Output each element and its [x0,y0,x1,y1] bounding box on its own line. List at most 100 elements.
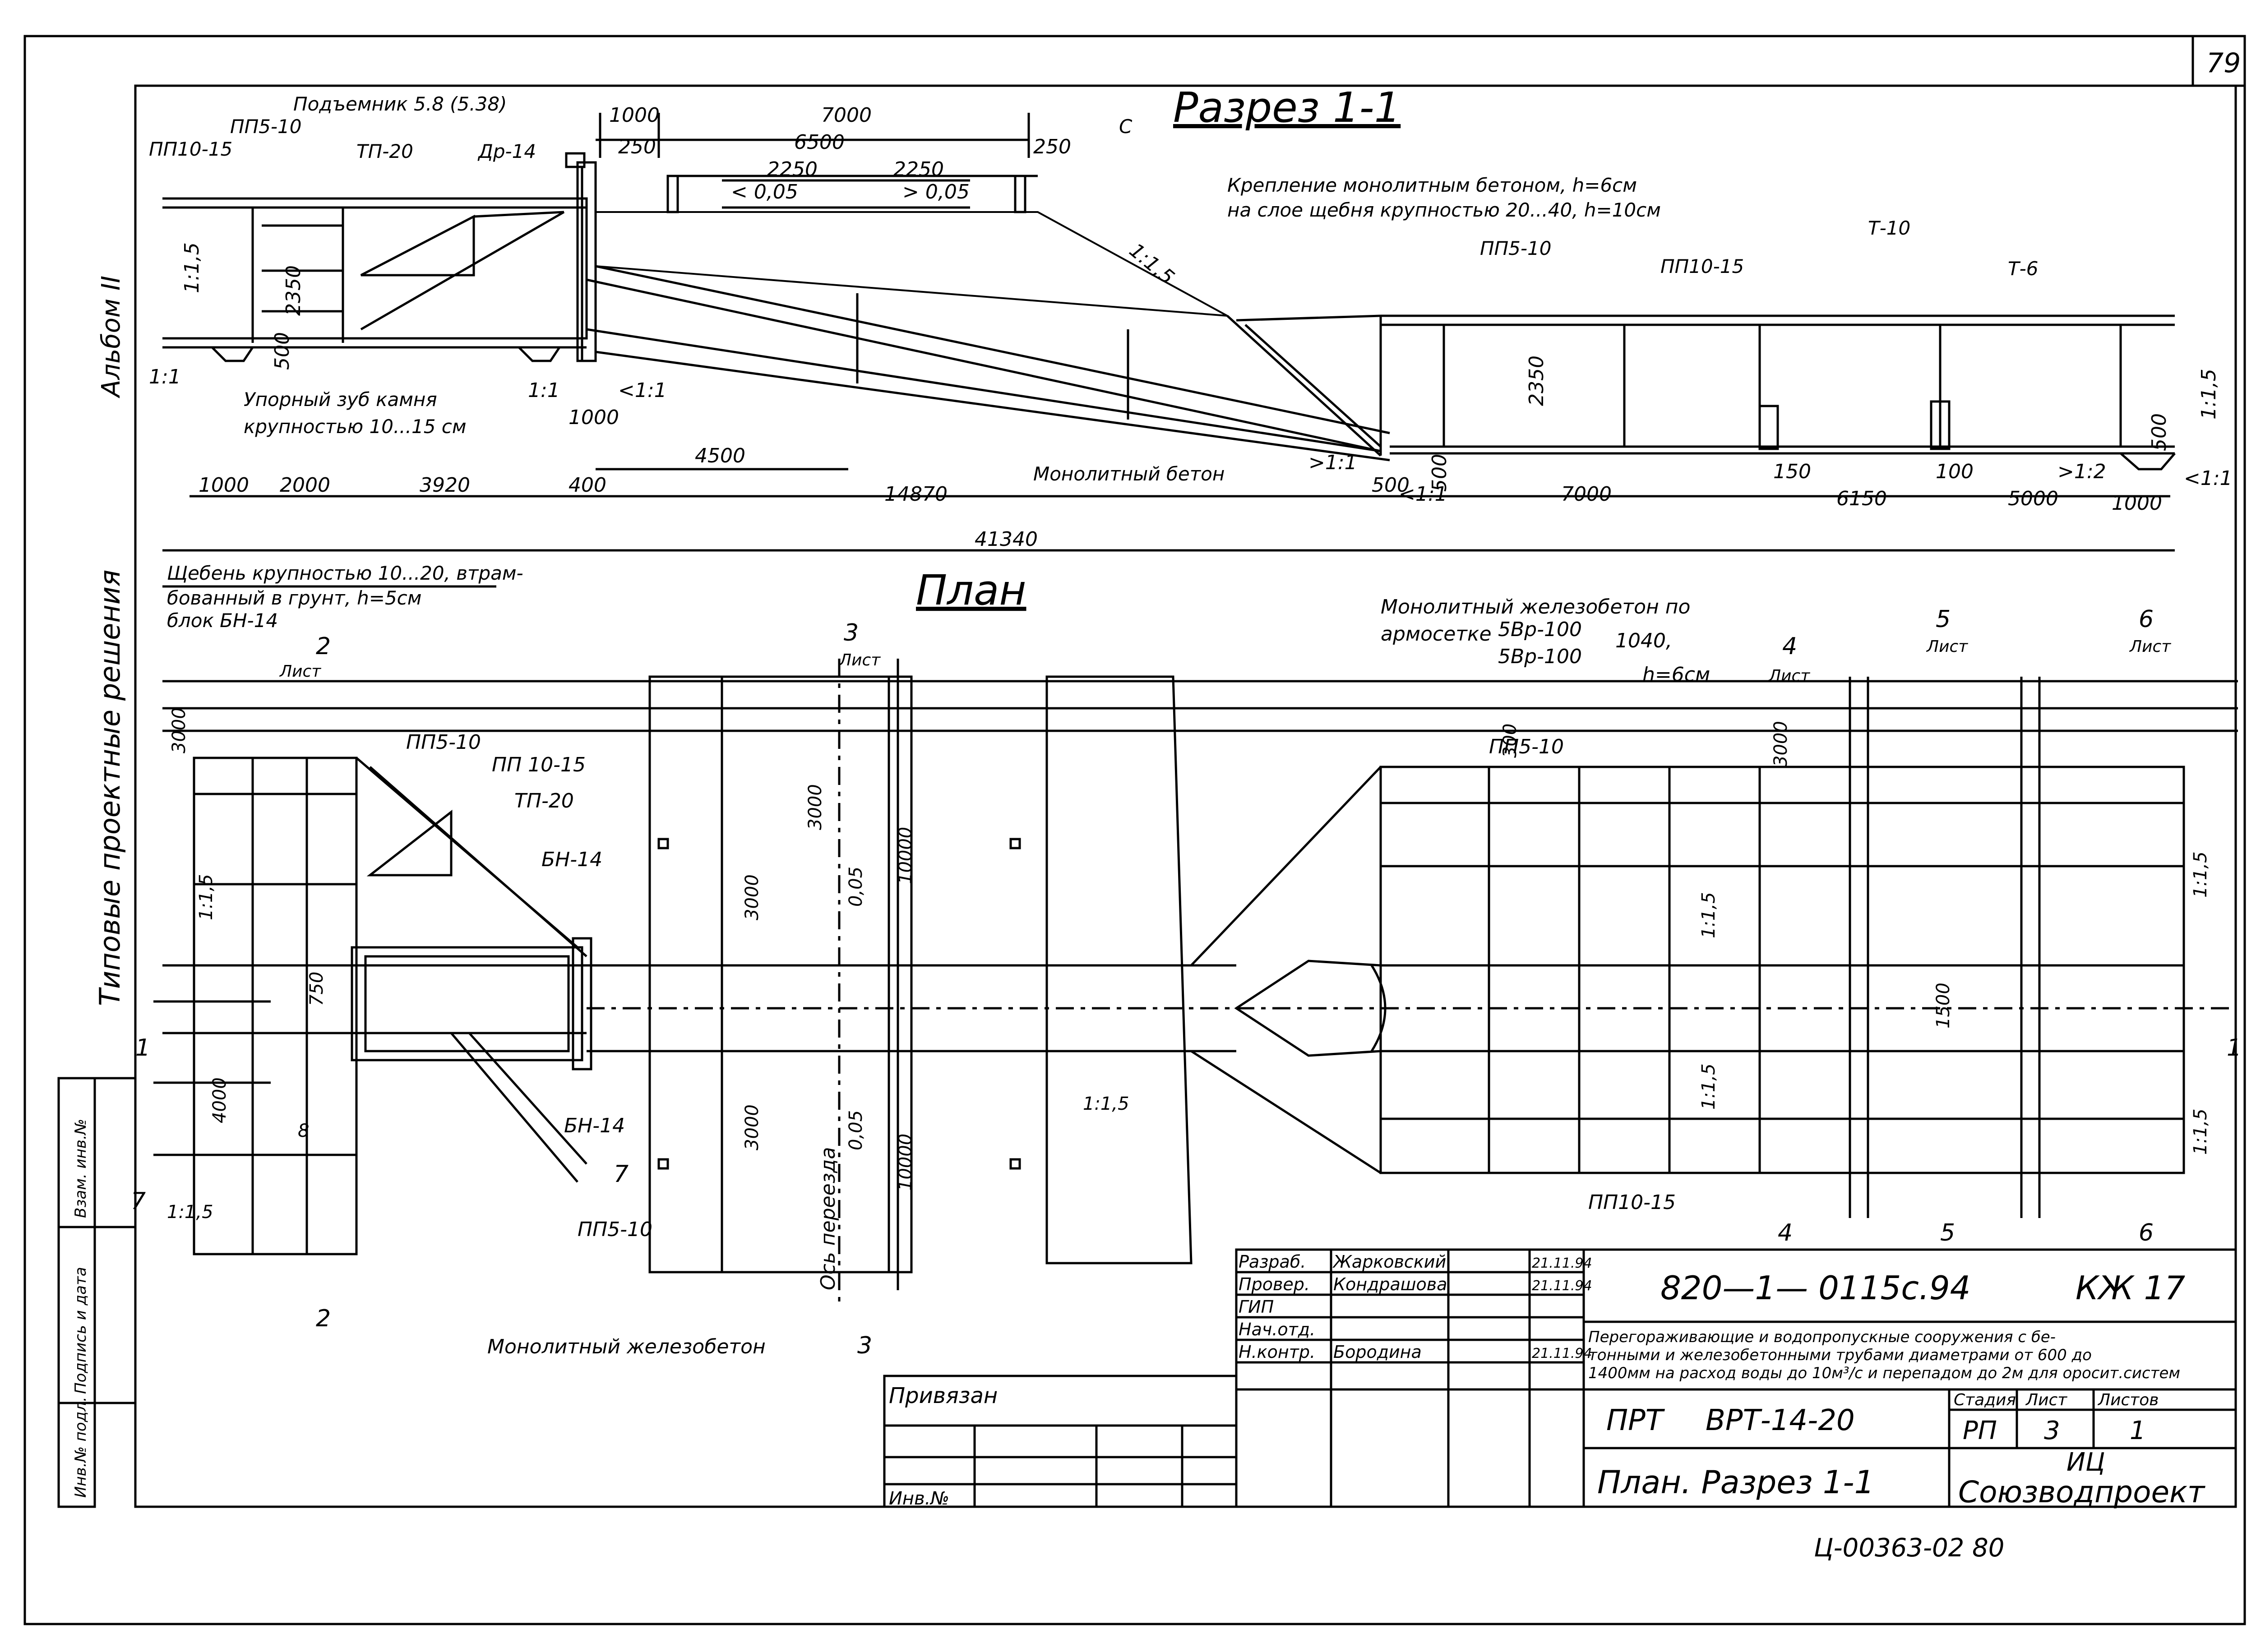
mesh-value: 1040, [1615,629,1672,652]
total-length: 41340 [975,528,1038,551]
role-developer: Разраб. [1239,1252,1306,1272]
dim-500-d: 500 [2148,413,2171,451]
plan-8: 8 [298,1121,309,1141]
cut-2-bottom: 2 [316,1305,331,1332]
sec-pp510-label: ПП5-10 [230,115,301,138]
cut-3-top: 3 [844,619,859,646]
mesh-thickness: h=6см [1642,663,1710,686]
dim-7000-top: 7000 [821,104,872,127]
slope-1-1-f: <1:1 [2184,467,2233,490]
plan-750: 750 [306,972,327,1006]
plan-slope-d: 1:1,5 [1698,892,1719,938]
plan-1500: 1500 [1933,983,1954,1029]
plan-10000-a: 10000 [895,827,916,884]
slope-left: < 0,05 [731,180,798,203]
cut-3-bottom: 3 [857,1332,872,1359]
sheets-header: Листов [2097,1391,2159,1409]
dim-250-left: 250 [618,135,656,158]
sec-pp1015-label: ПП10-15 [149,138,232,160]
dim-250-right: 250 [1033,135,1071,158]
plan-pp510-label: ПП5-10 [406,731,481,754]
plan-slope-c: 1:1,5 [1083,1094,1129,1114]
base-14870: 14870 [884,483,948,506]
plan-slope-b: 1:1,5 [167,1202,213,1223]
mono-rc-line2: армосетке [1381,623,1492,646]
outer-frame [23,35,2246,1625]
drawing-title: План. Разрез 1-1 [1597,1464,1874,1501]
cut-3-sheet: Лист [838,651,881,669]
slope-1-2: >1:2 [2057,460,2106,483]
mesh-denominator: 5Вр-100 [1498,645,1582,668]
cut-2-sheet: Лист [279,662,321,681]
base-1000: 1000 [199,474,249,497]
dim-2250-right: 2250 [893,158,944,181]
base-400: 400 [569,474,606,497]
plan-4000: 4000 [209,1077,230,1123]
stop-tooth-line1: Упорный зуб камня [244,388,437,411]
plan-3000-b: 3000 [742,874,763,920]
dim-500-b: 500 [1372,474,1410,497]
name-developer: Жарковский [1332,1252,1446,1272]
role-chief-engineer: ГИП [1239,1297,1274,1317]
block-label: блок БН-14 [167,609,278,632]
org-line1: ИЦ [2066,1448,2105,1477]
crossing-axis-label: Ось переезда [817,1147,840,1290]
document-mark: КЖ 17 [2076,1269,2185,1307]
plan-3000-e: 3000 [1771,721,1791,767]
cut-5-bottom: 5 [1940,1219,1955,1246]
section-1-1-drawing [162,113,2176,588]
cut-1-left: 1 [135,1034,150,1061]
fastening-line1: Крепление монолитным бетоном, h=6см [1227,174,1637,196]
section-title: Разрез 1-1 [1173,83,1401,132]
description-line1: Перегораживающие и водопропускные сооруж… [1588,1328,2056,1346]
slope-1-1-a: 1:1 [149,365,181,388]
dim-150: 150 [1773,460,1811,483]
plan-pp510-right: ПП5-10 [1489,735,1564,758]
mesh-numerator: 5Вр-100 [1498,618,1582,641]
plan-300: 300 [1500,724,1521,758]
role-norm-control: Н.контр. [1239,1342,1315,1362]
height-2350-right: 2350 [1525,355,1548,406]
plan-slope-005-b: 0,05 [846,1110,866,1150]
side-signature: Подпись и дата [72,1267,90,1394]
cut-4-sheet: Лист [1768,667,1810,685]
description-line3: 1400мм на расход воды до 10м³/с и перепа… [1588,1364,2180,1382]
cut-5-top: 5 [1936,606,1951,633]
description-line2: тонными и железобетонными трубами диамет… [1588,1346,2092,1364]
plan-pp1015-label: ПП 10-15 [492,753,586,776]
dim-500-c: 500 [1428,454,1451,492]
cut-6-top: 6 [2139,606,2154,633]
plan-title: План [916,566,1026,614]
slope-1-1-d: <1:1 [1399,483,1447,506]
dim-4500: 4500 [695,444,745,467]
date-developer: 21.11.94 [1532,1255,1592,1271]
cut-4-top: 4 [1782,633,1797,660]
plan-pp1015-right: ПП10-15 [1588,1191,1676,1214]
plan-slope-a: 1:1,5 [196,874,217,920]
album-label: Альбом II [97,276,126,398]
plan-slope-e: 1:1,5 [1698,1063,1719,1110]
mono-rc-bottom-label: Монолитный железобетон [487,1335,766,1358]
dim-1000-top: 1000 [609,104,660,127]
date-checker: 21.11.94 [1532,1278,1592,1294]
cut-1-right: 1 [2227,1034,2242,1061]
gravel-line1: Щебень крупностью 10...20, втрам- [167,562,523,584]
plan-tp20-label: ТП-20 [514,789,574,812]
sec-pp510-right: ПП5-10 [1480,237,1551,259]
side-inv: Инв.№ подл. [72,1397,90,1498]
dim-100: 100 [1936,460,1974,483]
base-5000: 5000 [2008,487,2058,510]
side-vzam: Взам. инв.№ [72,1119,90,1218]
sec-pp1015-right: ПП10-15 [1660,255,1744,277]
cut-7-right: 7 [614,1161,629,1188]
plan-bn14-bottom: БН-14 [564,1114,625,1137]
t6-label: Т-6 [2008,258,2039,280]
plan-3000-c: 3000 [742,1104,763,1150]
role-checker: Провер. [1239,1274,1310,1294]
role-dept-head: Нач.отд. [1239,1320,1315,1339]
name-checker: Кондрашова [1333,1274,1447,1294]
privyazan-label: Привязан [889,1383,998,1408]
cut-7-left: 7 [131,1188,146,1215]
typical-solutions-label: Типовые проектные решения [93,570,126,1006]
sec-c-label: С [1119,115,1133,138]
